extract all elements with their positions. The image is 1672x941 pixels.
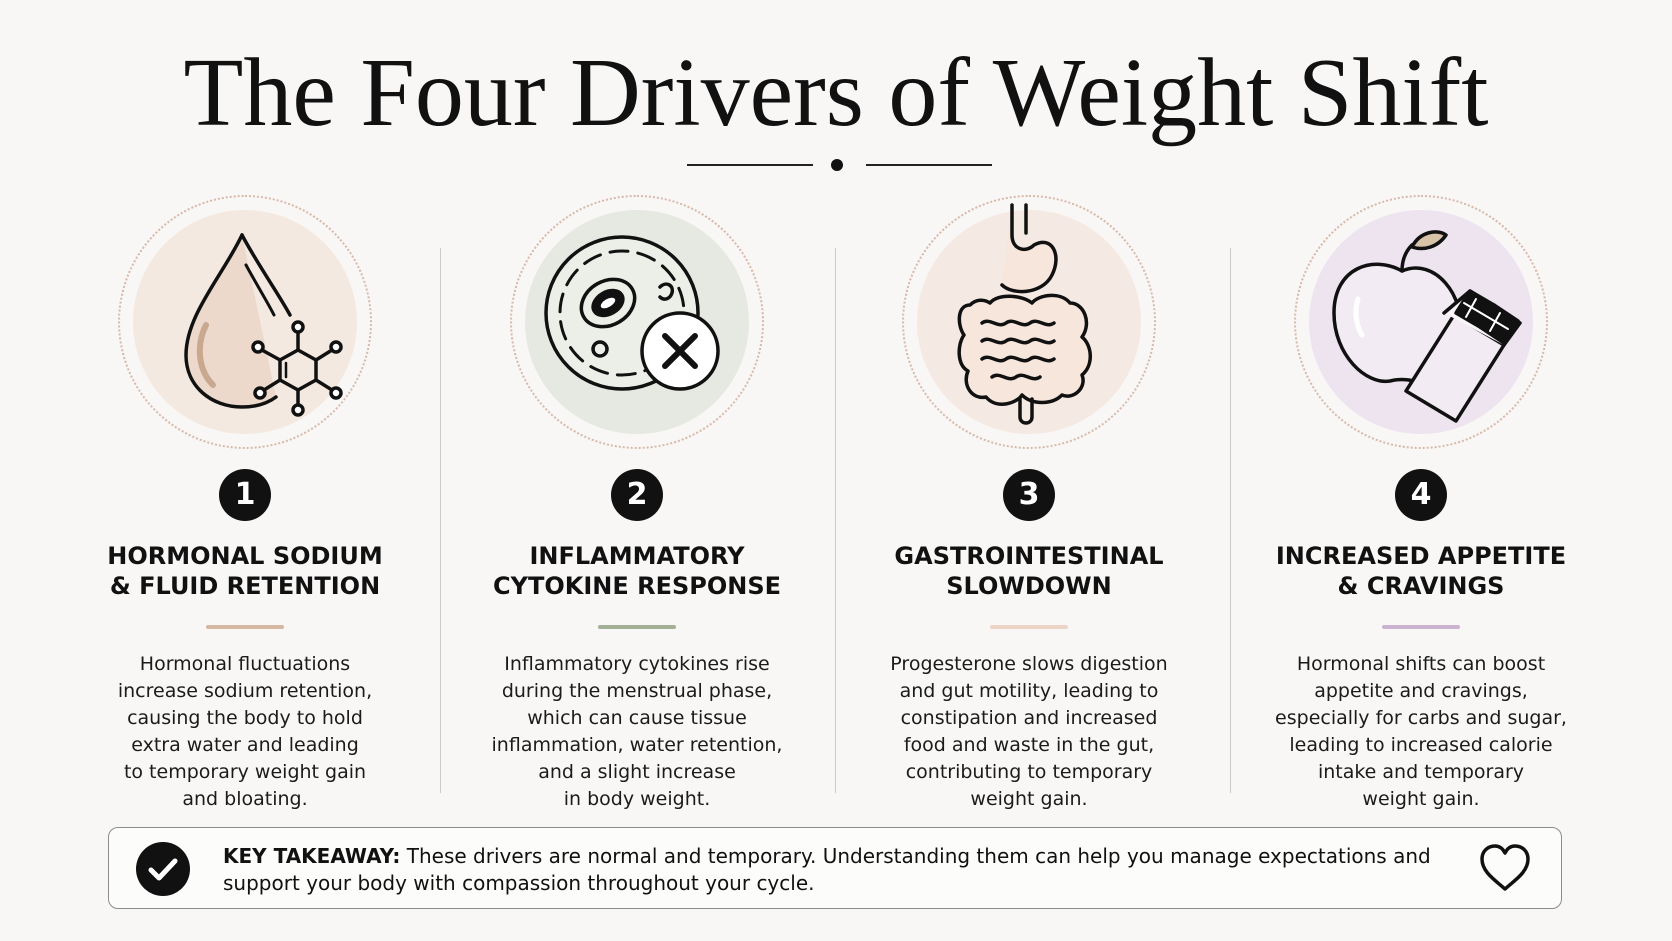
- driver-description: Inflammatory cytokines rise during the m…: [491, 653, 783, 810]
- driver-icon-circle: [902, 195, 1156, 449]
- driver-card-4: 4 INCREASED APPETITE & CRAVINGS Hormonal…: [1256, 195, 1586, 813]
- driver-card-2: 2 INFLAMMATORY CYTOKINE RESPONSE Inflamm…: [472, 195, 802, 813]
- page-title: The Four Drivers of Weight Shift: [183, 39, 1489, 147]
- heart-icon: [1480, 844, 1530, 891]
- icon-dotted-ring: [902, 195, 1156, 449]
- heading-accent-bar: [1382, 625, 1460, 629]
- icon-dotted-ring: [1294, 195, 1548, 449]
- driver-card-3: 3 GASTROINTESTINAL SLOWDOWN Progesterone…: [864, 195, 1194, 813]
- digestive-system-icon: [957, 203, 1092, 425]
- column-separator: [1230, 248, 1231, 793]
- apple-chocolate-icon: [1332, 230, 1522, 423]
- key-takeaway-box: KEY TAKEAWAY: These drivers are normal a…: [108, 827, 1562, 909]
- driver-icon-circle: [510, 195, 764, 449]
- driver-card-1: 1 HORMONAL SODIUM & FLUID RETENTION Horm…: [80, 195, 410, 813]
- driver-description: Progesterone slows digestion and gut mot…: [890, 653, 1168, 810]
- takeaway-label: KEY TAKEAWAY:: [223, 844, 401, 868]
- column-separator: [835, 248, 836, 793]
- title-divider-right: [866, 164, 992, 166]
- driver-icon-circle: [1294, 195, 1548, 449]
- inflamed-cell-icon: [544, 235, 720, 391]
- title-divider-dot: [831, 159, 843, 171]
- step-number-badge: 3: [1003, 469, 1055, 521]
- step-number-badge: 1: [219, 469, 271, 521]
- heading-accent-bar: [206, 625, 284, 629]
- check-circle-icon: [136, 842, 190, 896]
- driver-heading: HORMONAL SODIUM & FLUID RETENTION: [107, 542, 383, 600]
- step-number-badge: 4: [1395, 469, 1447, 521]
- heading-accent-bar: [990, 625, 1068, 629]
- icon-dotted-ring: [118, 195, 372, 449]
- driver-description: Hormonal fluctuations increase sodium re…: [117, 653, 373, 810]
- title-divider-left: [687, 164, 813, 166]
- driver-description: Hormonal shifts can boost appetite and c…: [1275, 653, 1567, 810]
- step-number-badge: 2: [611, 469, 663, 521]
- water-drop-molecule-icon: [184, 233, 343, 417]
- driver-heading: INCREASED APPETITE & CRAVINGS: [1275, 542, 1567, 600]
- takeaway-body: These drivers are normal and temporary. …: [223, 844, 1431, 895]
- column-separator: [440, 248, 441, 793]
- heading-accent-bar: [598, 625, 676, 629]
- driver-icon-circle: [118, 195, 372, 449]
- driver-heading: INFLAMMATORY CYTOKINE RESPONSE: [492, 542, 782, 600]
- takeaway-text: KEY TAKEAWAY: These drivers are normal a…: [223, 843, 1443, 897]
- icon-dotted-ring: [510, 195, 764, 449]
- driver-heading: GASTROINTESTINAL SLOWDOWN: [894, 542, 1164, 600]
